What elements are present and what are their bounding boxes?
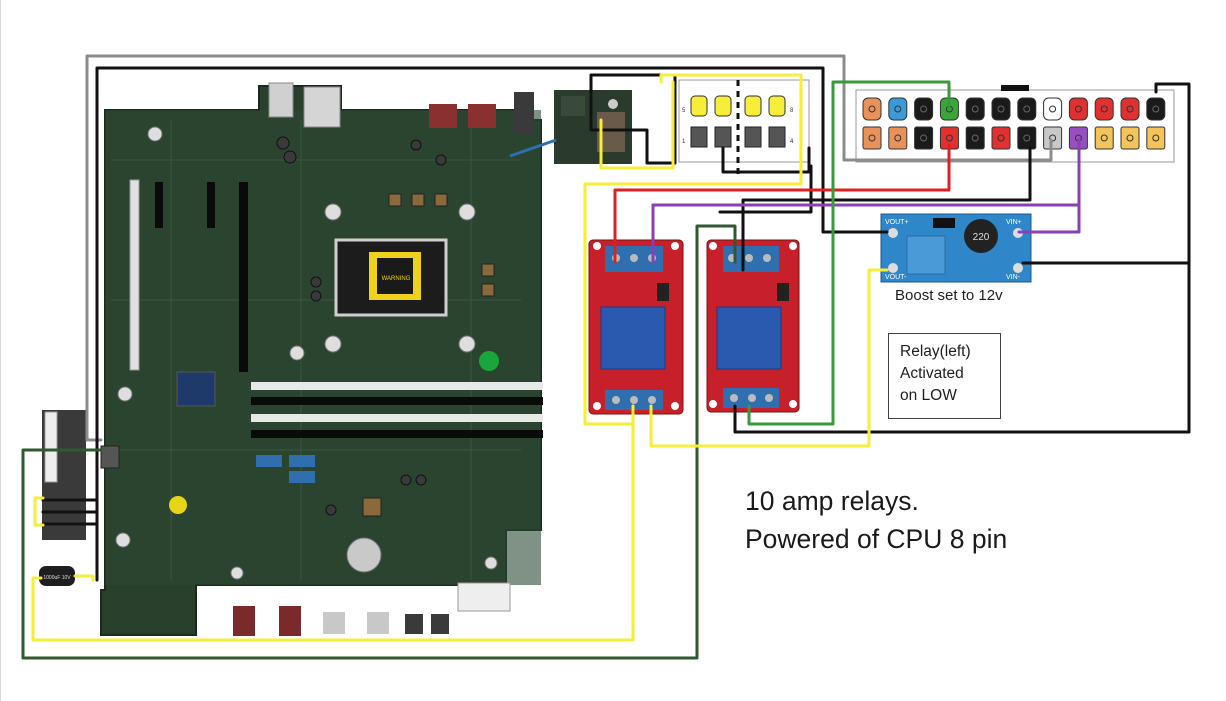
relay-right xyxy=(706,239,800,413)
boost-converter: 220 VOUT+ VOUT- VIN+ VIN- xyxy=(880,213,1032,283)
atx-pin xyxy=(1120,97,1140,121)
wire-gray xyxy=(85,54,846,442)
atx-pin xyxy=(991,97,1011,121)
wire-yellow-left xyxy=(33,496,45,527)
wire-red xyxy=(613,143,951,264)
atx-pin xyxy=(1043,126,1063,150)
wire-purple-2 xyxy=(1017,203,1081,234)
atx-pin xyxy=(991,126,1011,150)
atx-pin-hole xyxy=(868,105,876,113)
atx-pin-hole xyxy=(1049,105,1057,113)
note-line-2: Activated xyxy=(900,365,964,382)
blue-pointer xyxy=(509,138,557,158)
pin-5-label: 5 xyxy=(682,108,686,114)
atx-pin-hole xyxy=(894,105,902,113)
wire-black-right xyxy=(733,82,1191,434)
atx-pin xyxy=(965,97,985,121)
wire-purple-1 xyxy=(651,138,1081,264)
atx-pin xyxy=(1017,126,1037,150)
motherboard: WARNING xyxy=(100,82,543,636)
wire-green xyxy=(747,80,951,426)
atx-pin xyxy=(1017,97,1037,121)
atx-pin-hole xyxy=(1152,105,1160,113)
wire-black-relay xyxy=(718,164,813,214)
atx-pin-hole xyxy=(997,105,1005,113)
atx-pin xyxy=(1120,126,1140,150)
cpu-warning-text: WARNING xyxy=(382,276,411,282)
atx-pin-hole xyxy=(997,134,1005,142)
wire-yellow-cap xyxy=(73,574,95,582)
atx-pin xyxy=(888,97,908,121)
cpu-8pin-diagram: 5 8 1 4 xyxy=(678,79,810,175)
atx-pin xyxy=(862,97,882,121)
atx-pin xyxy=(1068,97,1088,121)
wire-yellow-bottom xyxy=(31,404,635,642)
atx-pin xyxy=(1094,97,1114,121)
atx-pin xyxy=(1043,97,1063,121)
atx-pin xyxy=(1146,126,1166,150)
vout-minus-label: VOUT- xyxy=(885,274,907,281)
atx-pin-hole xyxy=(1049,134,1057,142)
vout-plus-label: VOUT+ xyxy=(885,219,909,226)
atx-pin xyxy=(914,97,934,121)
atx-pin xyxy=(914,126,934,150)
left-power-connector xyxy=(42,410,120,540)
wire-dark-green xyxy=(21,224,737,660)
boost-label: Boost set to 12v xyxy=(895,287,1003,304)
atx-pin-hole xyxy=(1126,134,1134,142)
atx-pin-hole xyxy=(1100,105,1108,113)
cpu-8pin-photo xyxy=(554,90,632,164)
relay-left xyxy=(588,239,684,415)
atx-pin xyxy=(1094,126,1114,150)
atx-pin-hole xyxy=(1074,105,1082,113)
relay-note-box: Relay(left) Activated on LOW xyxy=(888,333,1001,419)
wire-yellow-top-2 xyxy=(599,80,675,170)
wire-black-2 xyxy=(721,146,811,174)
atx-pin-hole xyxy=(1023,105,1031,113)
pin-8-label: 8 xyxy=(790,108,794,114)
atx-pin-hole xyxy=(1023,134,1031,142)
capacitor-text: 1000uF 10V xyxy=(43,575,71,581)
atx-pin xyxy=(888,126,908,150)
wire-black-left xyxy=(41,498,99,526)
pin-1-label: 1 xyxy=(682,139,686,145)
atx-pin-hole xyxy=(920,105,928,113)
wire-black-gnd xyxy=(741,146,1032,272)
capacitor-1000uf: 1000uF 10V xyxy=(39,566,75,586)
wire-yellow-top xyxy=(583,73,803,426)
note-line-1: Relay(left) xyxy=(900,343,971,360)
atx-pin-hole xyxy=(920,134,928,142)
wire-yellow-relay xyxy=(649,268,889,448)
main-note: 10 amp relays. Powered of CPU 8 pin xyxy=(745,482,1007,558)
atx-pin-hole xyxy=(945,134,953,142)
main-note-line-1: 10 amp relays. xyxy=(745,486,919,516)
atx-24pin-connector xyxy=(855,85,1175,163)
note-line-3: on LOW xyxy=(900,387,957,404)
atx-pin-grid xyxy=(862,97,1166,150)
vin-minus-label: VIN- xyxy=(1006,274,1021,281)
atx-pin-hole xyxy=(971,134,979,142)
atx-pin xyxy=(862,126,882,150)
inductor-text: 220 xyxy=(973,232,990,243)
atx-pin-hole xyxy=(971,105,979,113)
pin-4-label: 4 xyxy=(790,139,794,145)
atx-pin-hole xyxy=(1152,134,1160,142)
wire-black-top xyxy=(95,66,889,582)
atx-pin-hole xyxy=(868,134,876,142)
main-note-line-2: Powered of CPU 8 pin xyxy=(745,524,1008,554)
atx-pin-hole xyxy=(1100,134,1108,142)
atx-pin-hole xyxy=(894,134,902,142)
atx-pin-hole xyxy=(1126,105,1134,113)
atx-pin xyxy=(1146,97,1166,121)
atx-pin xyxy=(965,126,985,150)
vin-plus-label: VIN+ xyxy=(1006,219,1022,226)
